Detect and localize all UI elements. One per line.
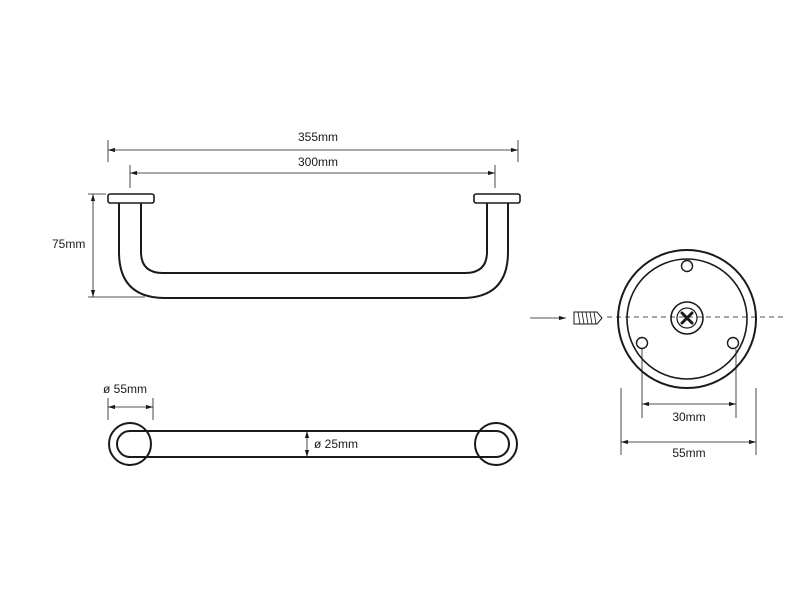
cross-screw-icon [680,311,694,325]
overall-length-label: 355mm [298,130,338,144]
hole-spacing-label: 30mm [672,410,705,424]
left-flange [107,193,155,204]
center-fixing-outer [670,301,704,335]
center-fixing-inner [676,307,698,329]
right-flange [473,193,521,204]
left-rosette-outer [108,422,152,466]
tube-diameter-label: ø 25mm [314,437,358,451]
rosette-inner-ring [626,258,748,380]
rosette-front-view: 30mm 55mm [530,249,785,460]
top-view: ø 55mm ø 25mm [103,382,518,466]
rosette-outer-ring [617,249,757,389]
mounting-hole [635,336,649,350]
screw-icon [573,311,603,325]
projection-label: 75mm [52,237,85,251]
rosette-diameter-label: 55mm [672,446,705,460]
side-view: 355mm 300mm 75mm [52,130,521,299]
flange-diameter-label: ø 55mm [103,382,147,396]
rail-inner-edge [140,203,488,274]
tube-right-cap [495,430,510,458]
rail-outer-edge [118,203,509,299]
right-rosette-outer [474,422,518,466]
center-distance-label: 300mm [298,155,338,169]
tube-left-cap [116,430,131,458]
mounting-hole [680,259,694,273]
mounting-hole [726,336,740,350]
